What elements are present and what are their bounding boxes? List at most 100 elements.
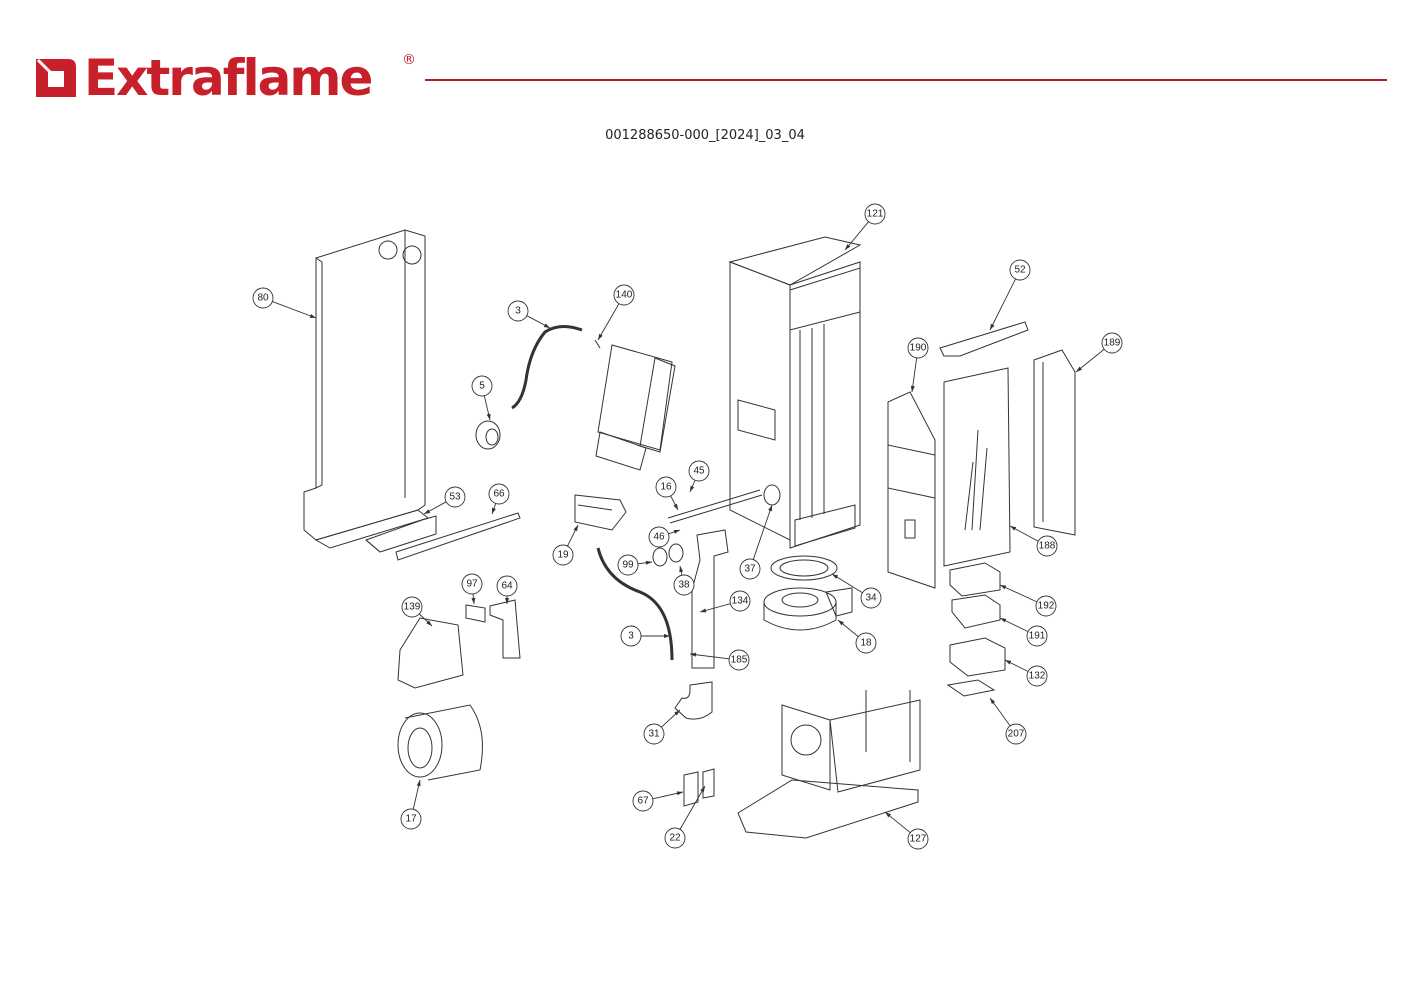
callout-arrowhead-icon [768, 505, 772, 512]
callout-circle [673, 574, 695, 596]
callout-arrowhead-icon [664, 634, 670, 638]
callout-3a: 3 [507, 300, 551, 329]
callout-circle [739, 558, 761, 580]
callout-18: 18 [837, 619, 877, 654]
callout-label: 3 [515, 306, 521, 317]
callout-label: 31 [648, 729, 660, 740]
callout-circle [488, 483, 510, 505]
callout-arrowhead-icon [676, 791, 683, 796]
part-134-pipe [691, 529, 729, 669]
callout-label: 19 [557, 550, 569, 561]
callout-circle [648, 526, 670, 548]
part-121-stove-body [728, 236, 862, 549]
part-38-disc [668, 543, 684, 563]
part-99-disc [652, 547, 668, 567]
callout-label: 3 [628, 631, 634, 642]
callout-17: 17 [400, 779, 422, 830]
callout-arrowhead-icon [690, 652, 697, 657]
callout-label: 140 [616, 290, 633, 301]
part-191-brazier [951, 594, 1001, 629]
callout-45: 45 [688, 460, 710, 493]
callout-99: 99 [617, 554, 653, 576]
part-139-duct [397, 617, 464, 689]
callout-circle [643, 723, 665, 745]
part-22-plate [702, 768, 715, 799]
part-190-side-liner [887, 391, 936, 589]
callout-label: 189 [1104, 338, 1121, 349]
callout-leader-line [597, 303, 620, 341]
part-189-side-liner [1033, 349, 1076, 536]
callout-67: 67 [632, 790, 684, 812]
callout-arrowhead-icon [1005, 660, 1012, 665]
callout-label: 192 [1038, 601, 1055, 612]
callout-label: 53 [449, 492, 461, 503]
callout-label: 190 [910, 343, 927, 354]
callout-leader-line [989, 278, 1016, 331]
callout-leader-line [689, 653, 730, 660]
callout-80: 80 [252, 287, 317, 319]
callout-label: 67 [637, 796, 649, 807]
callout-label: 34 [865, 593, 877, 604]
callout-64: 64 [496, 575, 518, 604]
part-auger-rod [667, 484, 781, 524]
callout-label: 188 [1039, 541, 1056, 552]
callout-circle [729, 590, 751, 612]
document-code: 001288650-000_[2024]_03_04 [605, 128, 805, 143]
callout-arrowhead-icon [990, 323, 995, 330]
part-52-deflector [939, 321, 1029, 357]
callout-circle [664, 827, 686, 849]
callout-circle [1005, 723, 1027, 745]
part-53-bracket [365, 515, 437, 553]
callout-arrowhead-icon [416, 780, 421, 787]
callout-arrowhead-icon [673, 530, 680, 534]
callout-label: 18 [860, 638, 872, 649]
callout-label: 121 [867, 209, 884, 220]
part-64-bracket [489, 599, 521, 659]
callout-circle [855, 632, 877, 654]
callout-192: 192 [999, 584, 1057, 617]
part-3-lower-cable [596, 547, 674, 661]
callout-arrowhead-icon [700, 786, 705, 793]
callout-leader-line [844, 221, 869, 251]
callout-arrowhead-icon [679, 566, 684, 573]
callout-leader-line [1075, 348, 1105, 373]
part-140-control-board [594, 339, 676, 471]
part-188-back-liner [943, 367, 1011, 567]
callout-circle [252, 287, 274, 309]
callout-arrowhead-icon [673, 503, 678, 510]
callout-97: 97 [461, 573, 483, 605]
callout-label: 46 [653, 532, 665, 543]
callout-label: 132 [1029, 671, 1046, 682]
callout-circle [461, 573, 483, 595]
callout-circle [496, 575, 518, 597]
callout-label: 80 [257, 293, 269, 304]
callout-circle [401, 596, 423, 618]
callout-38: 38 [673, 565, 695, 596]
part-3-cable [511, 325, 583, 410]
callout-3b: 3 [620, 625, 670, 647]
callout-139: 139 [401, 596, 433, 627]
callout-circle [1101, 332, 1123, 354]
callout-circle [400, 808, 422, 830]
part-31-elbow [674, 681, 713, 720]
part-97-plate [465, 604, 486, 623]
callout-circle [632, 790, 654, 812]
callout-label: 38 [678, 580, 690, 591]
callout-label: 207 [1008, 729, 1025, 740]
callout-134: 134 [699, 590, 751, 613]
callout-arrowhead-icon [1000, 585, 1007, 590]
extraflame-logo-mark-icon [36, 58, 76, 97]
callout-circle [613, 284, 635, 306]
part-207-gasket [946, 679, 996, 697]
callout-arrowhead-icon [690, 485, 695, 492]
callout-label: 64 [501, 581, 513, 592]
callout-label: 45 [693, 466, 705, 477]
callout-circle [860, 587, 882, 609]
callout-arrowhead-icon [486, 413, 491, 420]
callout-circle [1036, 535, 1058, 557]
callout-label: 17 [405, 814, 417, 825]
callout-circle [552, 544, 574, 566]
callout-34: 34 [831, 573, 882, 609]
callout-arrowhead-icon [838, 620, 844, 626]
callout-arrowhead-icon [426, 620, 432, 626]
